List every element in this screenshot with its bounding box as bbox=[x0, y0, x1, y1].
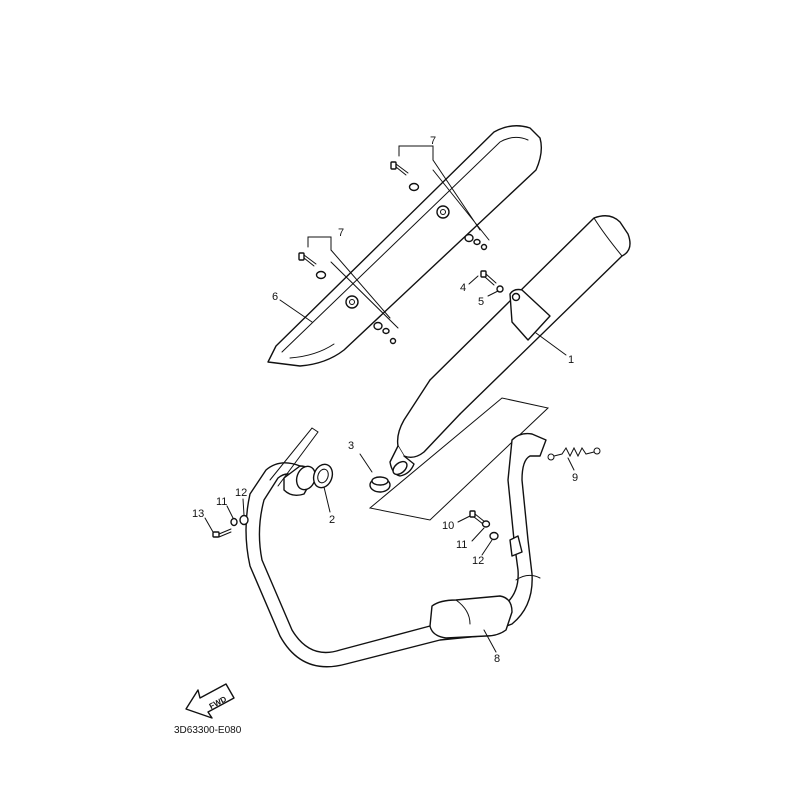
pipe-washer-right-2 bbox=[489, 531, 499, 541]
callout-4: 4 bbox=[460, 282, 466, 294]
callout-2: 2 bbox=[329, 514, 335, 526]
pipe-bolt-left bbox=[212, 528, 232, 538]
callout-12-right: 12 bbox=[472, 555, 484, 567]
leader-lines bbox=[204, 275, 575, 653]
exhaust-pipe bbox=[245, 427, 547, 668]
pipe-bolt-right bbox=[469, 510, 486, 525]
callout-7-lower: 7 bbox=[338, 227, 344, 239]
diagram-code: 3D63300-E080 bbox=[174, 725, 242, 736]
callout-5: 5 bbox=[478, 296, 484, 308]
callout-6: 6 bbox=[272, 291, 278, 303]
callout-13: 13 bbox=[192, 508, 204, 520]
joint-outline bbox=[368, 397, 550, 521]
callout-7-upper: 7 bbox=[430, 135, 436, 147]
callout-12-left: 12 bbox=[235, 487, 247, 499]
callout-9: 9 bbox=[572, 472, 578, 484]
pipe-washer-left-2 bbox=[239, 514, 249, 526]
callout-11-right: 11 bbox=[456, 539, 467, 551]
exhaust-gasket bbox=[312, 463, 334, 489]
muffler-washer bbox=[496, 285, 504, 293]
pipe-washer-left bbox=[230, 517, 238, 527]
muffler bbox=[389, 215, 631, 477]
callout-1: 1 bbox=[568, 354, 574, 366]
muffler-bolt bbox=[480, 270, 497, 286]
forward-arrow-icon: FWD bbox=[185, 683, 235, 719]
exhaust-spring bbox=[547, 446, 601, 461]
bolt-set-upper bbox=[390, 145, 490, 251]
callout-11-left: 11 bbox=[216, 496, 227, 508]
muffler-gasket bbox=[369, 476, 391, 493]
callout-8: 8 bbox=[494, 653, 500, 665]
bolt-set-lower bbox=[298, 236, 399, 345]
callout-3: 3 bbox=[348, 440, 354, 452]
callout-10: 10 bbox=[442, 520, 454, 532]
pipe-washer-right bbox=[481, 520, 491, 528]
heat-protector bbox=[267, 125, 543, 367]
